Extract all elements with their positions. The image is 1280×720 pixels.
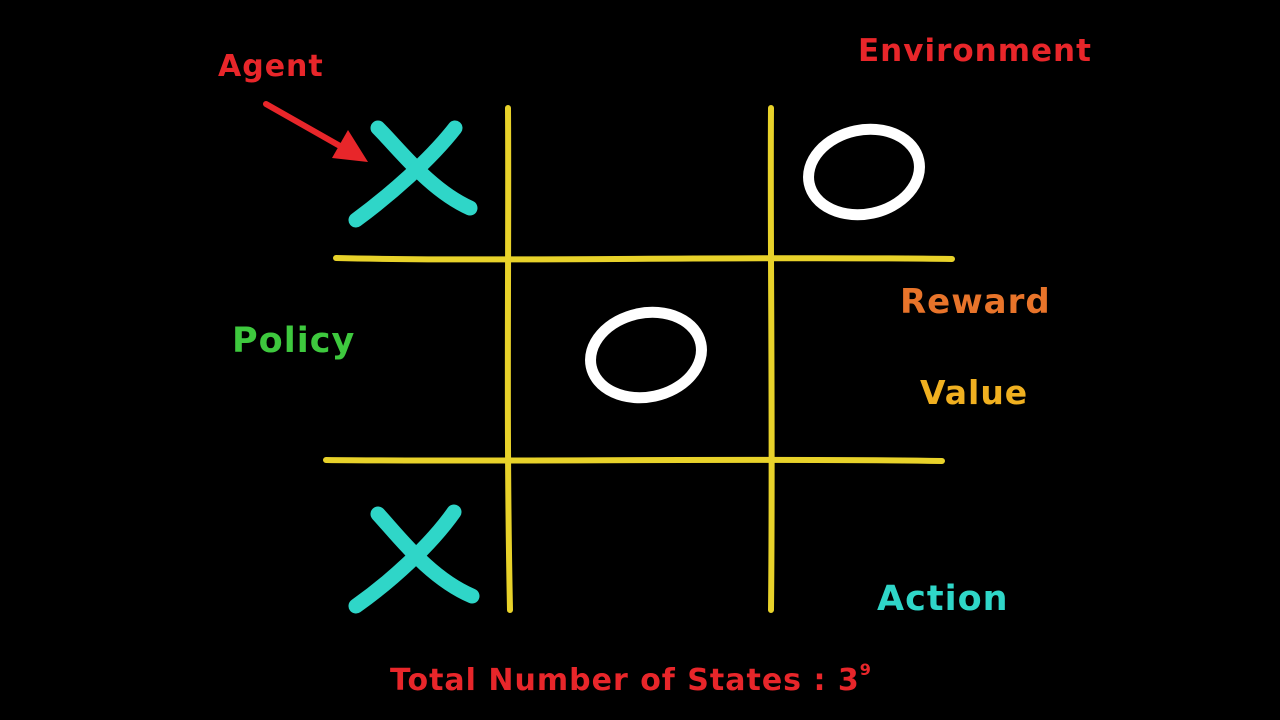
o-mark-top-right xyxy=(803,123,925,221)
grid-line-vertical-left xyxy=(504,105,513,613)
grid-line-horizontal-top xyxy=(333,255,955,263)
grid-line-horizontal-bottom xyxy=(323,456,945,464)
policy-label: Policy xyxy=(232,321,356,361)
agent-arrow xyxy=(263,101,368,162)
total-states-exponent: 9 xyxy=(859,660,872,679)
x-mark-top-left xyxy=(348,120,478,228)
action-label: Action xyxy=(877,579,1009,619)
grid-line-vertical-right xyxy=(767,105,775,613)
reward-label: Reward xyxy=(900,282,1051,322)
environment-label: Environment xyxy=(858,33,1092,69)
o-mark-center xyxy=(585,306,707,404)
total-states-text: Total Number of States : 3 xyxy=(390,663,860,698)
game-grid xyxy=(323,105,955,613)
total-states-label: Total Number of States : 39 xyxy=(390,662,872,698)
agent-label: Agent xyxy=(218,49,324,84)
value-label: Value xyxy=(920,373,1029,412)
x-mark-bottom-left xyxy=(348,504,480,614)
